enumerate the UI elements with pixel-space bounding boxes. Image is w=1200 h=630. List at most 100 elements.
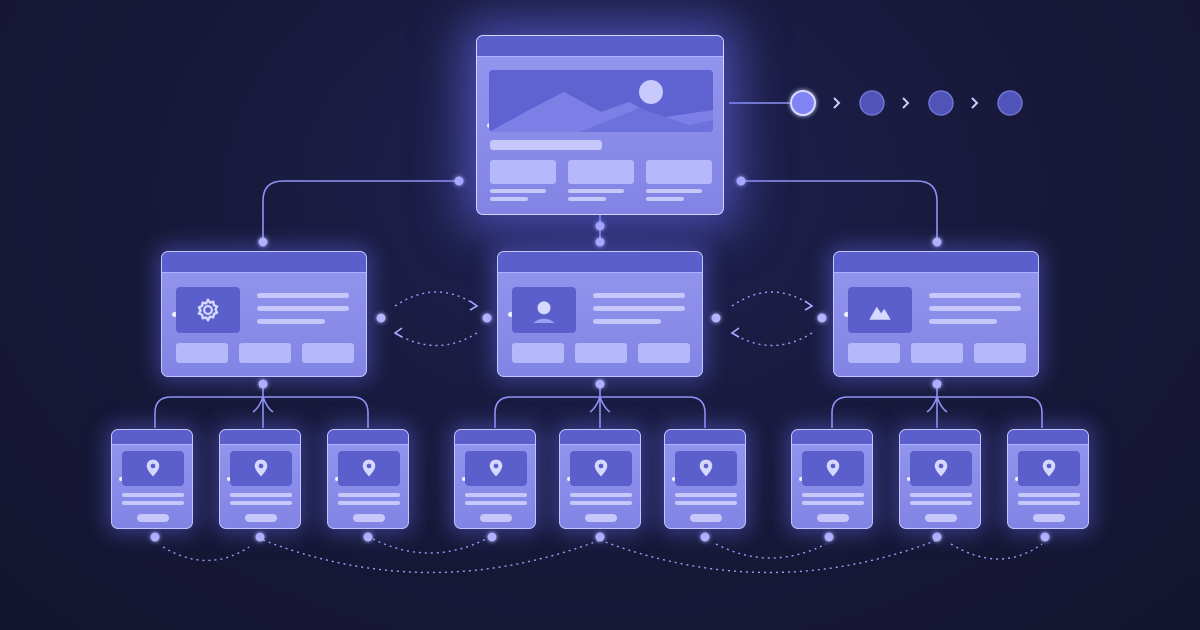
action-pill [817, 514, 849, 522]
dashed-link [394, 291, 478, 307]
text-line [122, 501, 184, 505]
connector-node [711, 313, 721, 323]
text-line [929, 306, 1021, 311]
text-line [570, 501, 632, 505]
detail-page-window [219, 429, 301, 529]
location-pin-icon [1042, 459, 1056, 477]
user-icon [533, 301, 555, 323]
connector-line [262, 180, 459, 242]
content-card [974, 343, 1026, 363]
location-pin-icon [362, 459, 376, 477]
dashed-link [372, 538, 487, 554]
content-card [490, 160, 556, 184]
dashed-link [731, 332, 813, 347]
content-card [302, 343, 354, 363]
gallery-page-window [833, 251, 1039, 377]
action-pill [925, 514, 957, 522]
location-pin-icon [254, 459, 268, 477]
hero-image [489, 70, 713, 132]
dashed-link [394, 332, 478, 347]
connector-node [595, 379, 605, 389]
progress-step [928, 90, 954, 116]
window-control-dot [907, 477, 911, 481]
connector-line [154, 396, 263, 428]
action-pill [585, 514, 617, 522]
text-line [257, 293, 349, 298]
page-thumbnail [848, 287, 912, 333]
connector-node [258, 379, 268, 389]
action-pill [353, 514, 385, 522]
connector-node [932, 532, 942, 542]
text-line [338, 501, 400, 505]
window-titlebar [328, 430, 408, 445]
window-control-dot [335, 477, 339, 481]
window-control-dot [172, 311, 177, 317]
window-titlebar [560, 430, 640, 445]
content-card [646, 160, 712, 184]
content-card [638, 343, 690, 363]
text-line [230, 493, 292, 497]
progress-step [859, 90, 885, 116]
progress-chevron [833, 97, 841, 109]
page-thumbnail [512, 287, 576, 333]
connector-node [700, 532, 710, 542]
dashed-link [950, 543, 1043, 560]
progress-chevron [971, 97, 979, 109]
connector-node [258, 237, 268, 247]
text-line [338, 493, 400, 497]
connector-node [454, 176, 464, 186]
connector-node [150, 532, 160, 542]
action-pill [245, 514, 277, 522]
dashed-link [731, 291, 813, 307]
text-line [646, 197, 684, 201]
text-line [465, 493, 527, 497]
window-control-dot [672, 477, 676, 481]
text-line [910, 501, 972, 505]
connector-node [487, 532, 497, 542]
arrow-head [393, 327, 403, 338]
window-titlebar [220, 430, 300, 445]
content-card [848, 343, 900, 363]
profile-page-window [497, 251, 703, 377]
window-titlebar [455, 430, 535, 445]
text-line [646, 189, 702, 193]
window-titlebar [834, 252, 1038, 273]
connector-line [589, 396, 611, 413]
connector-line [263, 396, 369, 428]
connector-node [595, 237, 605, 247]
window-control-dot [508, 311, 513, 317]
connector-line [831, 396, 937, 428]
home-page-window [476, 35, 724, 215]
dashed-link [262, 539, 601, 574]
text-line [465, 501, 527, 505]
page-thumbnail [465, 451, 527, 486]
text-line [568, 197, 606, 201]
arrow-head [730, 327, 740, 338]
window-control-dot [844, 311, 849, 317]
window-control-dot [1015, 477, 1019, 481]
action-pill [690, 514, 722, 522]
connector-node [932, 237, 942, 247]
window-titlebar [112, 430, 192, 445]
text-line [802, 493, 864, 497]
window-control-dot [799, 477, 803, 481]
text-line [257, 319, 325, 324]
connector-node [595, 221, 605, 231]
detail-page-window [899, 429, 981, 529]
progress-step [997, 90, 1023, 116]
content-card [568, 160, 634, 184]
detail-page-window [111, 429, 193, 529]
connector-node [824, 532, 834, 542]
page-thumbnail [1018, 451, 1080, 486]
text-line [230, 501, 292, 505]
location-pin-icon [489, 459, 503, 477]
gear-icon [197, 298, 219, 322]
text-line [929, 293, 1021, 298]
detail-page-window [791, 429, 873, 529]
content-card [239, 343, 291, 363]
progress-step [790, 90, 816, 116]
progress-chevron [902, 97, 910, 109]
window-control-dot [462, 477, 466, 481]
